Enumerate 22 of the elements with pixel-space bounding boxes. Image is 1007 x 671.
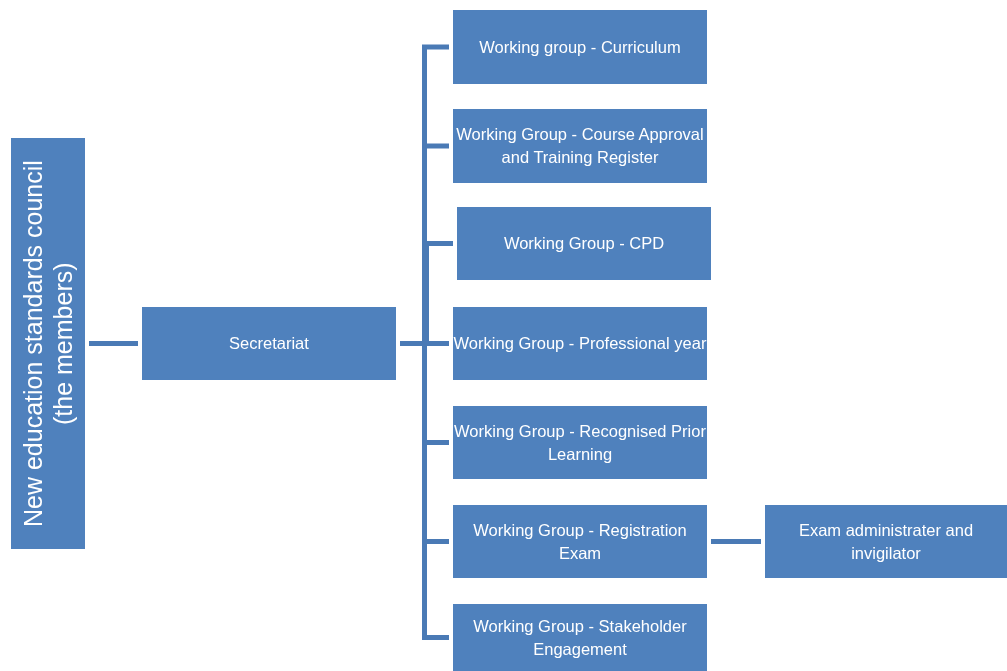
box-label: Working Group - Recognised Prior Learning — [453, 420, 707, 465]
org-box — [453, 307, 707, 380]
box-label: Working group - Curriculum — [479, 36, 681, 58]
org-box — [453, 505, 707, 578]
box-label: Working Group - CPD — [503, 233, 665, 254]
org-box — [457, 207, 711, 280]
box-label: Working Group - Stakeholder Engagement — [472, 615, 688, 660]
org-box — [142, 307, 396, 380]
box-label: Working Group - Course Approval and Training Register — [455, 124, 705, 168]
org-box — [453, 604, 707, 671]
org-box — [453, 109, 707, 183]
council-box — [11, 138, 85, 549]
org-box — [765, 505, 1007, 578]
org-box — [453, 406, 707, 479]
connector-line — [89, 341, 138, 346]
box-label: New education standards council (the members) — [18, 159, 78, 529]
box-label: Working Group - Professional year — [453, 333, 707, 354]
box-label: Secretariat — [229, 333, 309, 354]
box-label: Exam administrater and invigilator — [797, 519, 975, 564]
box-label: Working Group - Registration Exam — [472, 519, 688, 564]
org-box — [453, 10, 707, 84]
connector-line — [711, 539, 761, 544]
